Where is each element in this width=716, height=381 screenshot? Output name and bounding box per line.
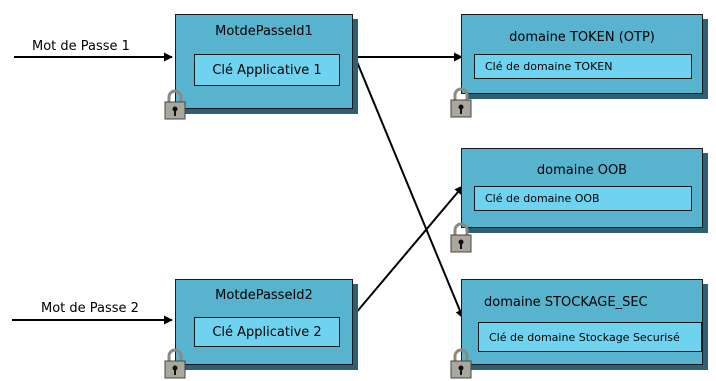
domain-box-token: domaine TOKEN (OTP) Clé de domaine TOKEN [461,14,703,94]
padlock-icon [164,89,186,120]
domain-box-oob: domaine OOB Clé de domaine OOB [461,148,703,228]
domain-title: domaine TOKEN (OTP) [509,30,655,45]
padlock-icon [164,348,186,379]
domain-key-label: Clé de domaine OOB [485,192,600,205]
arrow-pwd2-to-oob [354,185,464,315]
padlock-icon [450,222,472,253]
password-box-2: MotdePasseId2 Clé Applicative 2 [175,279,353,365]
domain-key-box: Clé de domaine TOKEN [474,54,692,79]
domain-title: domaine STOCKAGE_SEC [484,295,648,310]
domain-title: domaine OOB [536,163,628,178]
domain-key-label: Clé de domaine TOKEN [485,60,613,73]
app-key-box: Clé Applicative 1 [194,54,340,86]
padlock-icon [450,87,472,118]
padlock-icon [450,348,472,379]
app-key-label: Clé Applicative 2 [212,324,322,340]
password-box-1: MotdePasseId1 Clé Applicative 1 [175,14,353,109]
app-key-label: Clé Applicative 1 [212,62,322,78]
app-key-box: Clé Applicative 2 [194,317,340,347]
domain-box-stockage: domaine STOCKAGE_SEC Clé de domaine Stoc… [461,279,703,365]
domain-key-label: Clé de domaine Stockage Securisé [489,330,680,344]
arrow-pwd1-to-stockage [354,56,465,319]
domain-key-box: Clé de domaine OOB [474,186,692,211]
password-box-title: MotdePasseId1 [215,24,313,39]
input-label-1: Mot de Passe 1 [32,39,130,54]
password-box-title: MotdePasseId2 [215,288,313,303]
domain-key-box: Clé de domaine Stockage Securisé [478,322,702,352]
input-label-2: Mot de Passe 2 [41,301,139,316]
